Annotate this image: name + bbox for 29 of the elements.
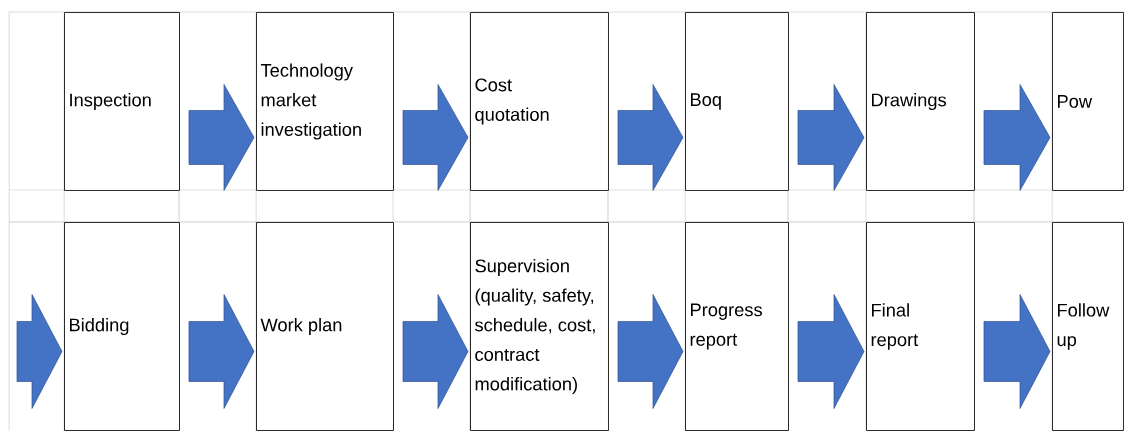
- node-label: Pow: [1058, 95, 1093, 108]
- block-arrow: [983, 84, 1051, 191]
- block-arrow: [402, 84, 469, 191]
- process-box: Progress report: [685, 222, 789, 431]
- process-box: Boq: [685, 12, 789, 191]
- node-label: Final report: [871, 303, 919, 350]
- block-arrow: [16, 294, 63, 409]
- block-arrow: [797, 84, 865, 191]
- node-label: Work plan: [260, 317, 342, 335]
- node-label: Bidding: [70, 317, 129, 335]
- node-label: Supervision (quality, safety, schedule, cost, contract modification): [475, 258, 595, 395]
- block-arrow: [617, 84, 684, 191]
- process-box: Follow up: [1052, 222, 1124, 431]
- process-box: Technology market investigation: [256, 12, 394, 191]
- block-arrow: [797, 294, 865, 409]
- process-box: Work plan: [256, 222, 394, 431]
- process-box: Inspection: [64, 12, 180, 191]
- block-arrow: [983, 294, 1051, 409]
- process-box: Bidding: [64, 222, 180, 431]
- process-box: Drawings: [866, 12, 975, 191]
- process-box: Cost quotation: [470, 12, 609, 191]
- process-box: Pow: [1052, 12, 1124, 191]
- node-label: Progress report: [690, 303, 762, 350]
- block-arrow: [188, 294, 255, 409]
- process-box: Final report: [866, 222, 975, 431]
- block-arrow: [188, 84, 255, 191]
- block-arrow: [617, 294, 684, 409]
- process-box: Supervision (quality, safety, schedule, cost, contract modification): [470, 222, 609, 431]
- block-arrow: [402, 294, 469, 409]
